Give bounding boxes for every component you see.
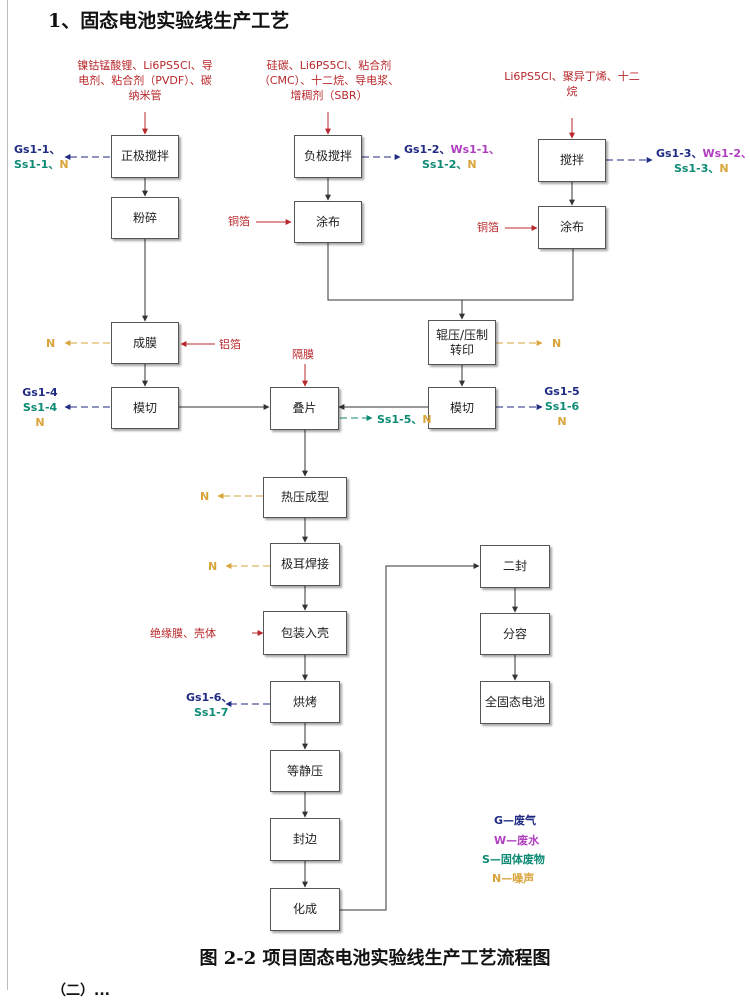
page-left-border (7, 0, 8, 990)
step-stacking: 叠片 (270, 387, 339, 430)
step-hot-press: 热压成型 (263, 477, 347, 518)
step-cathode-mixing: 正极搅拌 (111, 135, 179, 178)
merge-coat-lines (327, 238, 574, 301)
step-isostatic-press: 等静压 (270, 750, 340, 792)
next-section-heading: （二）... (52, 983, 110, 999)
noise-label-roll: N (552, 337, 562, 350)
emission-label-1: Gs1-1、 Ss1-1、N (14, 143, 69, 171)
legend-water: W—废水 (494, 834, 540, 847)
legend-gas: G—废气 (494, 814, 537, 827)
step-film-forming: 成膜 (111, 322, 179, 364)
arrow-form-to-second-seal (340, 563, 480, 911)
step-formation: 化成 (270, 888, 340, 931)
step-roll-press: 辊压/压制 转印 (428, 320, 496, 365)
step-tab-welding: 极耳焊接 (270, 543, 340, 586)
step-grading: 分容 (480, 613, 550, 655)
step-crushing: 粉碎 (111, 197, 179, 239)
aluminum-foil-label: 铝箔 (219, 338, 241, 351)
legend-noise: N—噪声 (492, 872, 535, 885)
legend-solid: S—固体废物 (482, 853, 545, 866)
step-coating-1: 涂布 (294, 201, 362, 243)
noise-label-welding: N (208, 560, 218, 573)
step-final-battery: 全固态电池 (480, 681, 550, 724)
step-packaging: 包装入壳 (263, 611, 347, 655)
section-heading: 1、固态电池实验线生产工艺 (48, 10, 290, 32)
copper-foil-label-2: 铜箔 (477, 221, 499, 234)
emission-label-stacking: Ss1-5、N (377, 413, 432, 426)
anode-materials-label: 硅碳、Li6PS5Cl、粘合剂 （CMC）、十二烷、导电浆、 增稠剂（SBR） (258, 59, 400, 102)
step-die-cut-right: 模切 (428, 387, 496, 429)
emission-label-2: Gs1-2、Ws1-1、 Ss1-2、N (404, 143, 501, 171)
cathode-materials-label: 镍钴锰酸锂、Li6PS5Cl、导 电剂、粘合剂（PVDF）、碳 纳米管 (77, 59, 213, 102)
emission-label-5: Gs1-5 Ss1-6 N (544, 385, 580, 428)
insulation-shell-label: 绝缘膜、壳体 (150, 627, 216, 640)
emission-label-4: Gs1-4 Ss1-4 N (22, 386, 58, 429)
step-coating-2: 涂布 (538, 206, 606, 249)
step-die-cut-left: 模切 (111, 387, 179, 429)
emission-label-3: Gs1-3、Ws1-2、 Ss1-3、N (656, 147, 750, 175)
noise-label-film: N (46, 337, 56, 350)
step-second-seal: 二封 (480, 545, 550, 588)
electrolyte-materials-label: Li6PS5Cl、聚异丁烯、十二 烷 (504, 70, 640, 98)
noise-label-hot-press: N (200, 490, 210, 503)
step-edge-sealing: 封边 (270, 818, 340, 861)
emission-label-6: Gs1-6、 Ss1-7 (186, 691, 233, 719)
step-mixing: 搅拌 (538, 139, 606, 182)
separator-label: 隔膜 (292, 348, 314, 361)
step-baking: 烘烤 (270, 681, 340, 723)
figure-caption: 图 2-2 项目固态电池实验线生产工艺流程图 (199, 948, 551, 969)
copper-foil-label-1: 铜箔 (228, 215, 250, 228)
step-anode-mixing: 负极搅拌 (294, 135, 362, 178)
